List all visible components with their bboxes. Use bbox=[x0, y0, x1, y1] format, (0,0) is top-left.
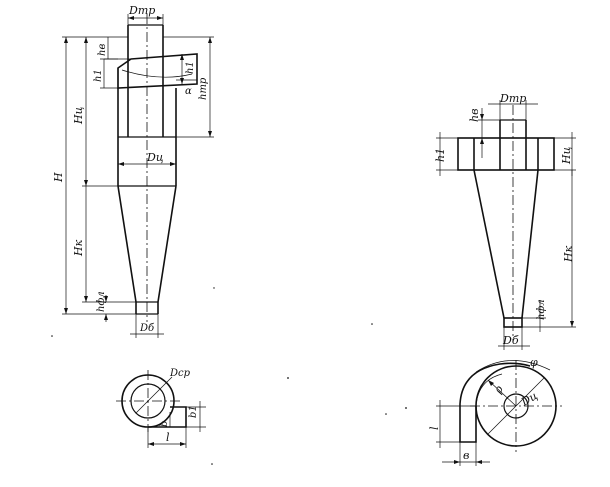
label-l: l bbox=[166, 431, 170, 444]
dim-h-v: hв bbox=[97, 36, 131, 60]
right-cone bbox=[473, 169, 539, 319]
dim-b1: b1 bbox=[186, 401, 206, 432]
dim-right-l: l bbox=[428, 400, 476, 448]
dim-l: l bbox=[147, 427, 187, 448]
right-spiral-inlet bbox=[459, 362, 531, 443]
label-right-d-b: Dб bbox=[502, 334, 519, 347]
label-h1-inner: h1 bbox=[185, 61, 196, 74]
dim-right-h-k: Hк bbox=[522, 170, 576, 328]
exhaust-pipe bbox=[127, 24, 164, 137]
left-elevation-view: Dтр hв h1 h1 α bbox=[52, 4, 214, 338]
label-d-sr: Dср bbox=[169, 368, 191, 379]
label-right-d-ts: Dц bbox=[518, 389, 540, 409]
right-elevation-view: hв Dтр h1 Hц Hк bbox=[434, 92, 576, 350]
right-cylinder bbox=[457, 137, 555, 171]
label-h-tr: hтр bbox=[198, 77, 209, 100]
dim-right-h-ts: Hц bbox=[538, 132, 576, 176]
dim-right-h1: h1 bbox=[434, 132, 458, 176]
label-right-h-v: hв bbox=[468, 109, 481, 123]
right-plan-view: φ ρ Dц l в bbox=[428, 356, 562, 466]
label-right-h-fl: hфл bbox=[536, 299, 547, 320]
dim-right-b: в bbox=[442, 442, 490, 466]
dim-h-tr: hтр bbox=[163, 36, 214, 138]
dim-right-d-tr: Dтр bbox=[488, 92, 538, 120]
label-right-l: l bbox=[428, 426, 441, 430]
label-h-k: Hк bbox=[72, 239, 85, 257]
label-b1: b1 bbox=[188, 405, 199, 418]
label-phi: φ bbox=[530, 356, 538, 369]
dim-right-h-v: hв bbox=[458, 108, 500, 158]
cone-body bbox=[117, 185, 177, 303]
label-alpha: α bbox=[185, 86, 192, 97]
label-d-b: Dб bbox=[139, 323, 155, 334]
angle-alpha: α bbox=[176, 79, 197, 97]
label-h-ts: Hц bbox=[72, 106, 85, 125]
label-d-ts: Dц bbox=[146, 151, 164, 164]
dim-d-sr: Dср bbox=[135, 368, 191, 414]
dim-h-ts: Hц bbox=[72, 36, 118, 187]
label-h1-outer: h1 bbox=[93, 69, 104, 82]
label-h-fl: hфл bbox=[96, 291, 107, 312]
label-right-h-k: Hк bbox=[562, 245, 575, 263]
dim-h1-outer: h1 bbox=[93, 58, 118, 89]
dim-d-b: Dб bbox=[130, 314, 164, 338]
label-d-tr: Dтр bbox=[128, 4, 155, 17]
label-right-h-ts: Hц bbox=[560, 146, 573, 165]
dim-rho: ρ bbox=[487, 379, 517, 407]
spiral-inlet bbox=[117, 53, 198, 89]
left-plan-view: Dср b1 b l bbox=[116, 368, 206, 448]
dim-h-total: H bbox=[52, 36, 136, 315]
label-b: b bbox=[159, 421, 170, 427]
plan-inlet bbox=[148, 406, 187, 428]
label-h-total: H bbox=[52, 172, 65, 183]
dim-h-k: Hк bbox=[72, 186, 136, 303]
angle-phi: φ bbox=[475, 356, 551, 373]
dim-d-ts: Dц bbox=[118, 151, 176, 166]
label-right-d-tr: Dтр bbox=[499, 92, 526, 105]
dim-h-fl: hфл bbox=[96, 291, 108, 322]
dim-right-d-b: Dб bbox=[498, 327, 530, 350]
dim-h1-inner: h1 bbox=[180, 54, 196, 84]
label-h-v: hв bbox=[97, 44, 108, 56]
scan-specks bbox=[51, 287, 407, 465]
dim-d-tr: Dтр bbox=[127, 4, 164, 25]
dim-right-h-fl: hфл bbox=[522, 299, 547, 332]
label-right-h1: h1 bbox=[434, 148, 447, 162]
label-right-b: в bbox=[463, 449, 469, 462]
